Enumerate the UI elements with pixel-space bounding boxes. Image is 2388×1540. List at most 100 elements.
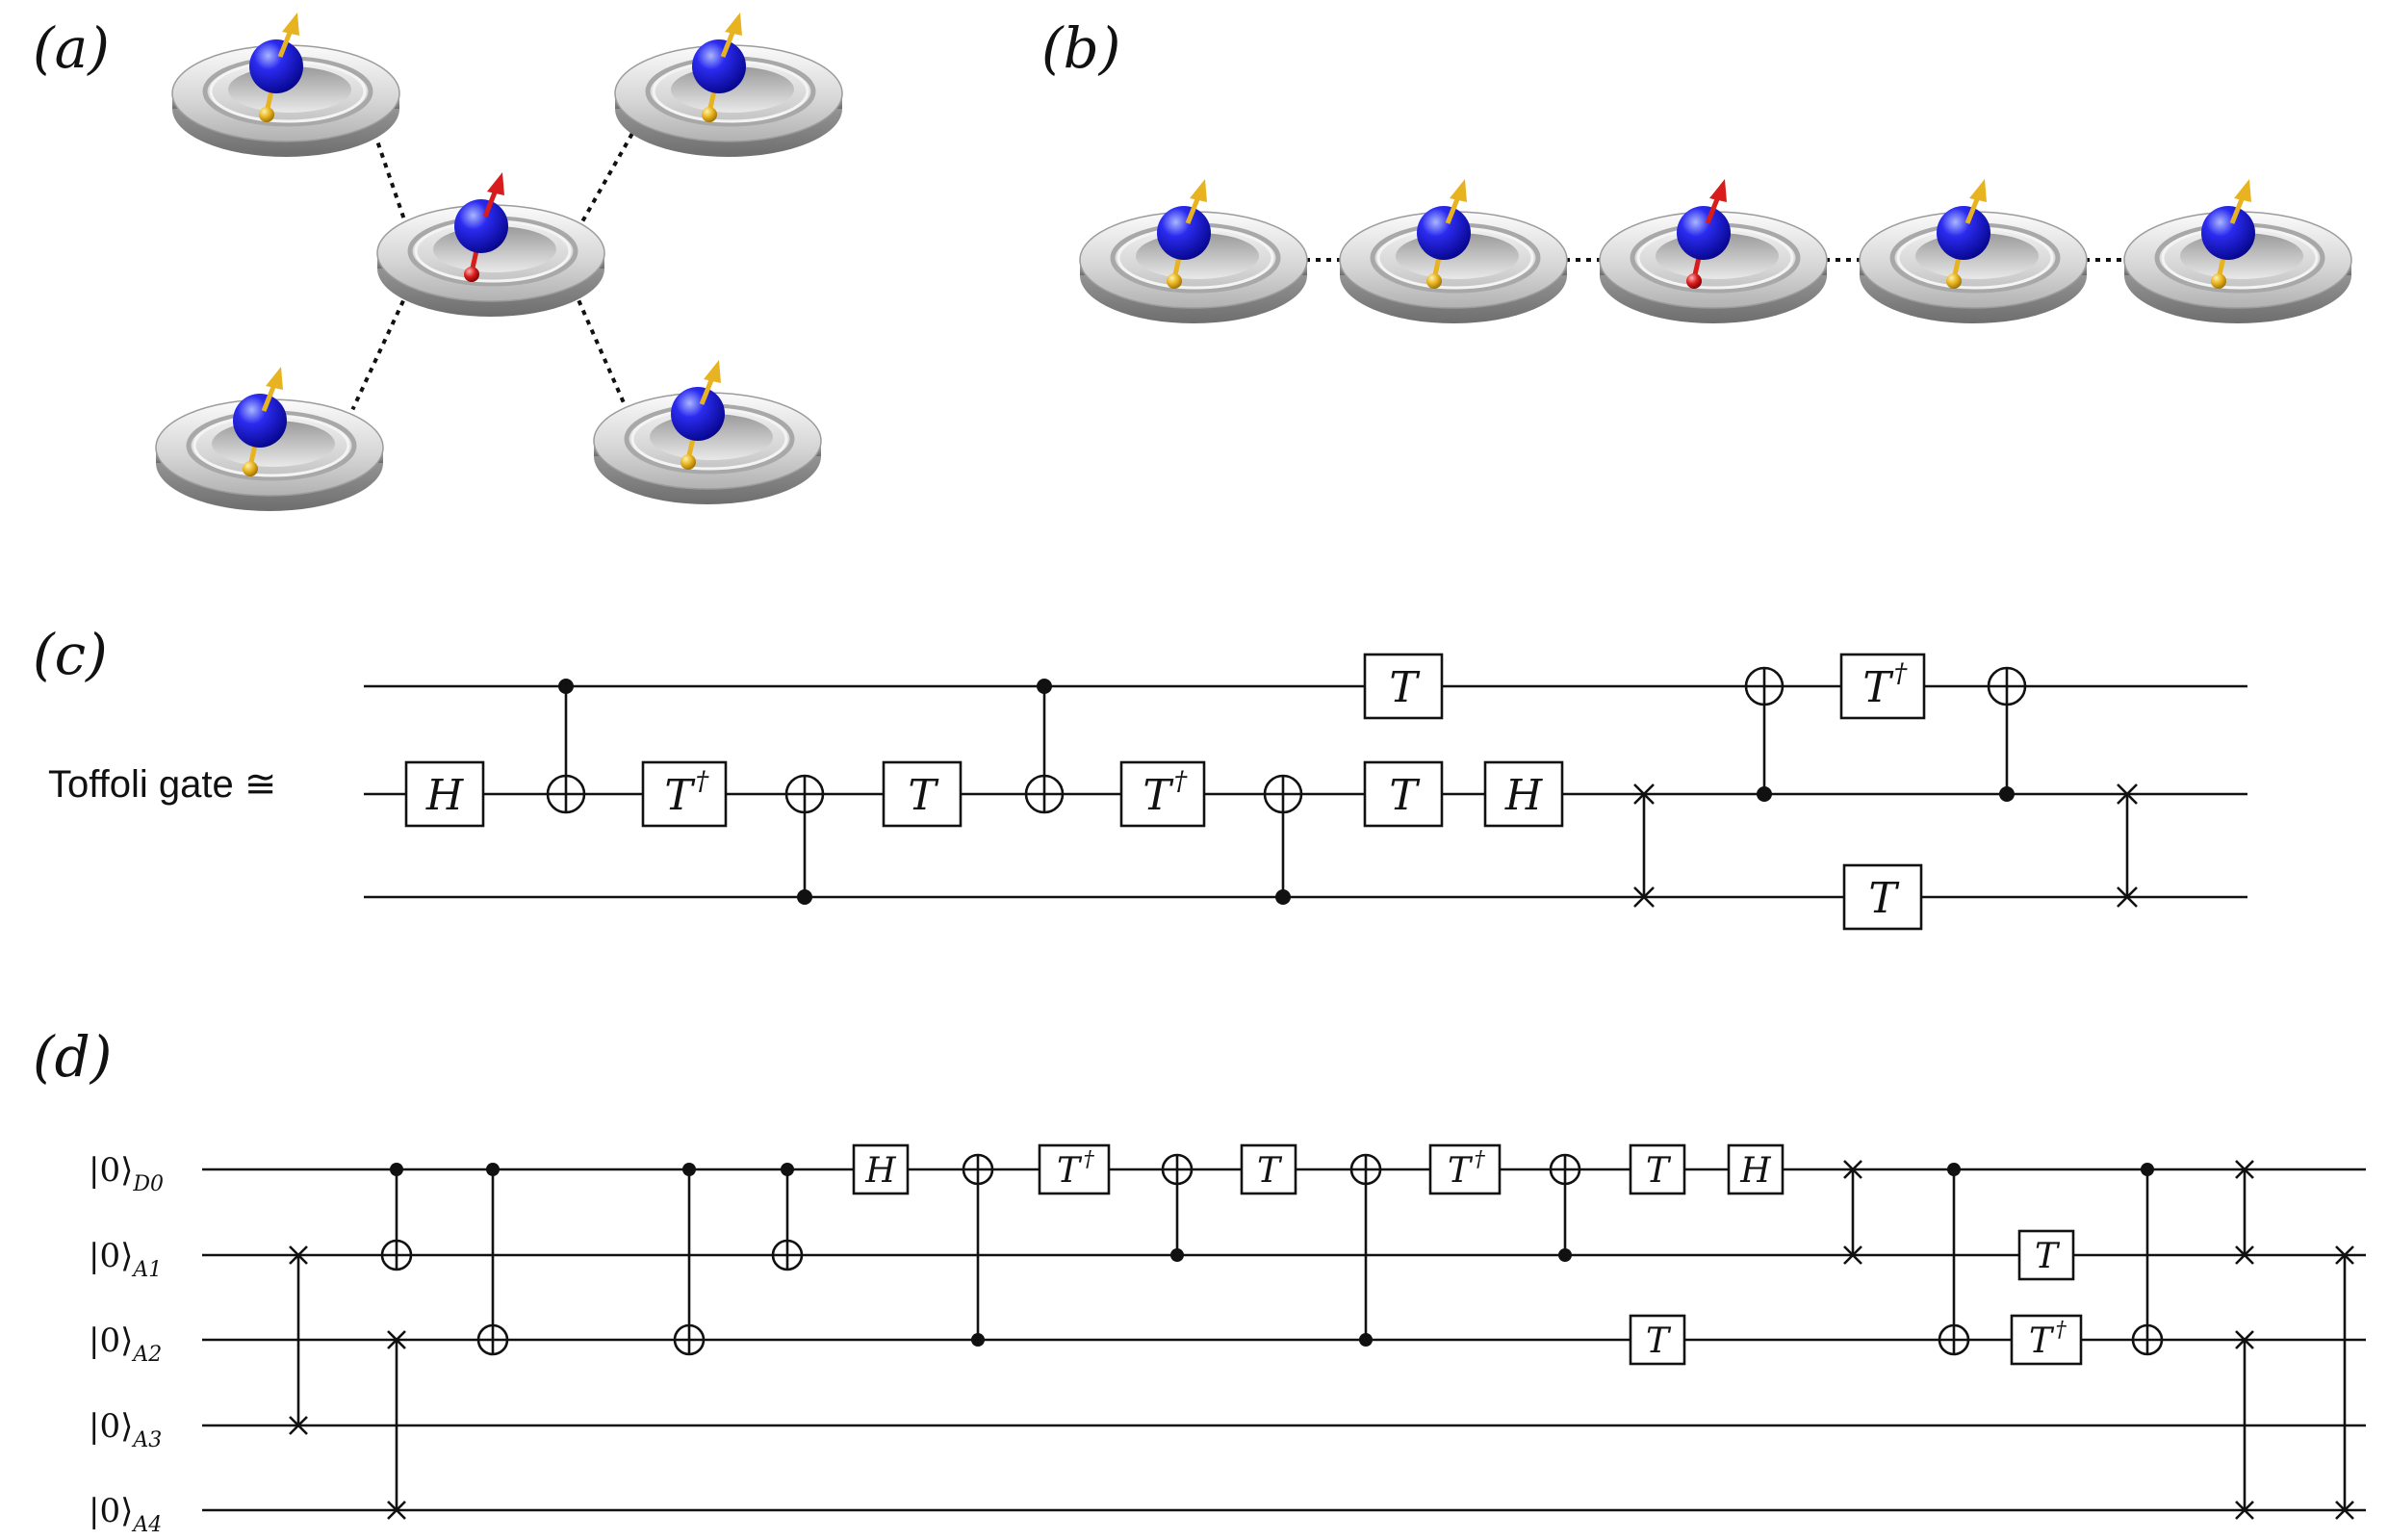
electron-ball xyxy=(1677,206,1731,260)
electron-ball xyxy=(454,199,508,253)
panel-b-chain-dots xyxy=(1079,179,2352,323)
quantum-dot-chain xyxy=(1079,179,1308,323)
gate-label: T xyxy=(1646,1322,1672,1361)
t-dagger-gate xyxy=(1428,1143,1502,1195)
quantum-dot-chain xyxy=(1339,179,1568,323)
spin-arrow-head xyxy=(487,172,504,195)
swap-x xyxy=(1843,1245,1862,1265)
control-dot xyxy=(390,1163,403,1176)
swap-x xyxy=(2235,1501,2254,1520)
electron-ball xyxy=(1937,206,1990,260)
spin-tail-sphere xyxy=(1686,273,1702,289)
spin-tail-sphere xyxy=(1946,273,1962,289)
gate-label: T xyxy=(664,771,696,820)
quantum-dot-outer xyxy=(171,13,400,157)
spin-arrow-head xyxy=(266,367,283,390)
gate-label: T xyxy=(1448,1151,1474,1191)
gate-dagger: † xyxy=(2056,1317,2067,1342)
t-gate xyxy=(1842,863,1923,931)
t-gate xyxy=(882,760,963,828)
t-gate xyxy=(1363,653,1444,720)
qubit-label: |0⟩A1 xyxy=(89,1237,162,1282)
spin-tail-sphere xyxy=(464,267,479,282)
gate-dagger: † xyxy=(1174,767,1188,797)
spin-tail-sphere xyxy=(243,461,258,476)
gate-label: T xyxy=(1057,1151,1083,1191)
swap-x xyxy=(387,1330,406,1349)
electron-ball xyxy=(233,394,287,448)
t-dagger-gate xyxy=(2010,1314,2083,1366)
gate-label: T xyxy=(1389,663,1421,712)
gate-label: T xyxy=(1868,874,1900,923)
panel-label-b: (b) xyxy=(1041,15,1120,81)
control-dot xyxy=(486,1163,500,1176)
swap-x xyxy=(2335,1501,2354,1520)
quantum-dot-outer xyxy=(155,367,384,511)
hadamard-gate xyxy=(1483,760,1564,828)
spin-arrow-head xyxy=(1969,179,1987,202)
spin-arrow-head xyxy=(2234,179,2251,202)
qubit-subscript: A2 xyxy=(131,1343,162,1367)
gate-label: T xyxy=(1143,771,1174,820)
gate-label: T xyxy=(908,771,939,820)
gate-label: H xyxy=(1504,771,1544,820)
control-dot xyxy=(558,679,574,694)
coupling-link xyxy=(371,128,406,218)
electron-ball xyxy=(692,39,746,93)
t-gate xyxy=(2017,1229,2075,1281)
quantum-dot-chain xyxy=(1859,179,2088,323)
control-dot xyxy=(1170,1248,1184,1262)
swap-x xyxy=(1633,783,1655,805)
swap-x xyxy=(2235,1160,2254,1179)
spin-arrow-head xyxy=(1450,179,1467,202)
quantum-dot-chain xyxy=(2123,179,2352,323)
qubit-label: |0⟩A4 xyxy=(89,1492,162,1537)
coupling-link xyxy=(580,124,639,222)
coupling-link xyxy=(350,290,410,411)
gate-dagger: † xyxy=(1894,659,1908,689)
t-gate xyxy=(1629,1314,1686,1366)
gate-label: T xyxy=(1389,771,1421,820)
quantum-dot-center xyxy=(376,172,605,317)
hadamard-gate xyxy=(1727,1143,1785,1195)
electron-ball xyxy=(671,387,725,441)
gate-label: T xyxy=(1862,663,1894,712)
control-dot xyxy=(1037,679,1052,694)
spin-tail-sphere xyxy=(1426,273,1442,289)
t-dagger-gate xyxy=(1839,653,1926,720)
control-dot xyxy=(781,1163,794,1176)
gate-label: H xyxy=(864,1151,896,1191)
gate-dagger: † xyxy=(1475,1146,1486,1171)
hadamard-gate xyxy=(852,1143,910,1195)
spin-arrow-head xyxy=(704,360,721,383)
electron-ball xyxy=(1417,206,1471,260)
panel-label-c: (c) xyxy=(33,622,108,687)
t-gate xyxy=(1240,1143,1297,1195)
t-dagger-gate xyxy=(641,760,728,828)
qubit-subscript: A1 xyxy=(131,1258,162,1282)
spin-tail-sphere xyxy=(680,454,696,470)
gate-label: H xyxy=(425,771,465,820)
swap-x xyxy=(1633,886,1655,908)
control-dot xyxy=(1275,889,1291,905)
control-dot xyxy=(1359,1333,1373,1347)
swap-x xyxy=(387,1501,406,1520)
spin-tail-sphere xyxy=(702,107,717,122)
hadamard-gate xyxy=(404,760,485,828)
gate-label: T xyxy=(2035,1237,2061,1276)
t-dagger-gate xyxy=(1038,1143,1111,1195)
gate-dagger: † xyxy=(696,767,709,797)
control-dot xyxy=(2141,1163,2154,1176)
qubit-subscript: D0 xyxy=(132,1172,164,1196)
control-dot xyxy=(1558,1248,1572,1262)
spin-arrow-head xyxy=(282,13,299,36)
swap-x xyxy=(289,1416,308,1435)
spin-arrow-head xyxy=(1190,179,1207,202)
swap-x xyxy=(2235,1330,2254,1349)
quantum-dot-outer xyxy=(593,360,822,504)
control-dot xyxy=(797,889,812,905)
spin-arrow-head xyxy=(725,13,742,36)
